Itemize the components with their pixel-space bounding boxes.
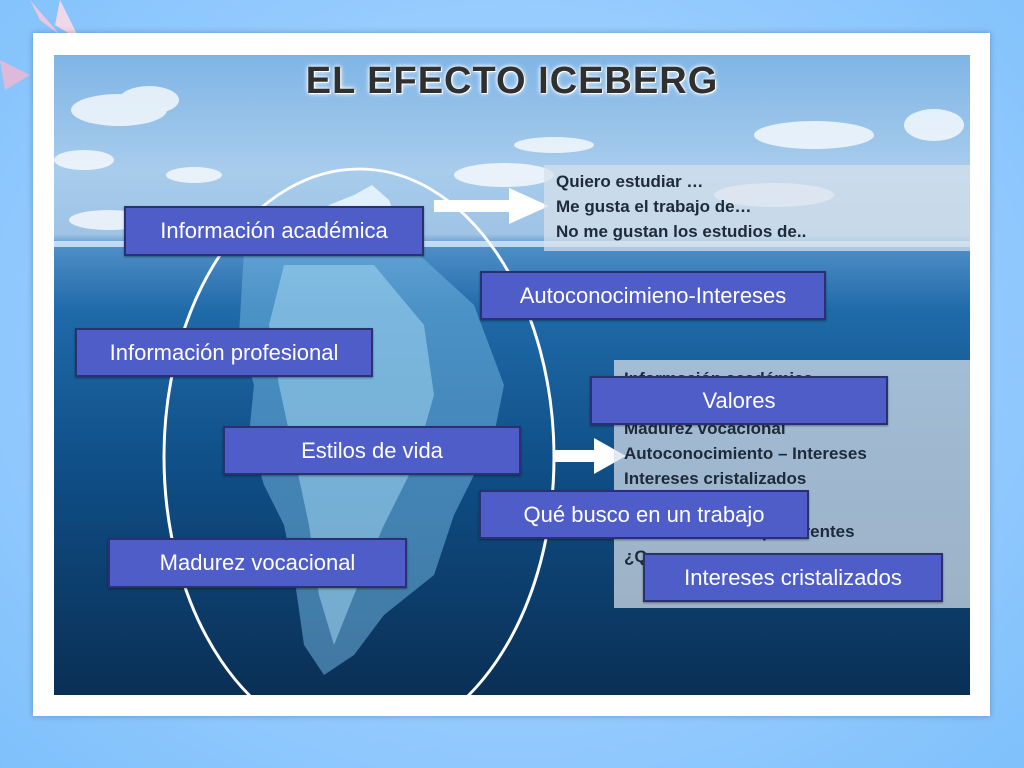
panel-line: Autoconocimiento – Intereses [624, 444, 867, 463]
panel-line: Me gusta el trabajo de… [556, 197, 752, 216]
arrow-icons [434, 188, 626, 474]
label-madurez-vocacional: Madurez vocacional [108, 538, 407, 588]
label-informacion-profesional: Información profesional [75, 328, 373, 377]
label-estilos-de-vida: Estilos de vida [223, 426, 521, 475]
label-autoconocimiento: Autoconocimieno-Intereses [480, 271, 826, 320]
panel-line: Intereses cristalizados [624, 469, 807, 488]
label-informacion-academica: Información académica [124, 206, 424, 256]
label-que-busco: Qué busco en un trabajo [479, 490, 809, 539]
label-valores: Valores [590, 376, 888, 425]
page-title: EL EFECTO ICEBERG [305, 60, 719, 102]
panel-line: No me gustan los estudios de.. [556, 222, 807, 241]
top-text-panel: Quiero estudiar … Me gusta el trabajo de… [544, 165, 970, 251]
panel-line: Quiero estudiar … [556, 172, 704, 191]
panel-line: ¿Q [624, 547, 648, 566]
sparkle-decoration-icon [0, 0, 80, 90]
label-intereses-cristalizados: Intereses cristalizados [643, 553, 943, 602]
